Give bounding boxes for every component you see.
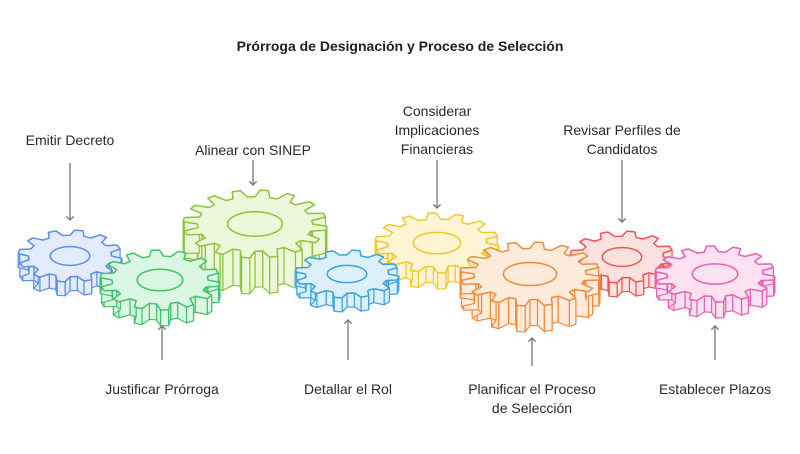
gear-considerar-hole-rim [412,231,462,244]
label-considerar-line: Implicaciones [394,122,480,138]
label-justificar-line: Justificar Prórroga [105,381,219,397]
label-revisar: Revisar Perfiles de Candidatos [563,121,681,159]
label-considerar-line: Financieras [400,141,474,157]
label-detallar-line: Detallar el Rol [304,381,392,397]
label-establecer: Establecer Plazos [659,380,771,399]
label-considerar-line: Considerar [402,103,472,119]
gear-planificar [459,241,601,333]
label-emitir: Emitir Decreto [26,131,115,150]
label-planificar-line: Planificar el Proceso [468,381,596,397]
label-justificar: Justificar Prórroga [105,380,219,399]
gear-detallar-hole-rim [326,264,368,275]
gear-alinear-hole-rim [227,211,283,225]
gear-emitir-hole-rim [49,246,91,257]
gear-justificar [99,249,221,327]
gear-establecer [654,245,776,319]
label-establecer-line: Establecer Plazos [658,381,772,397]
label-planificar: Planificar el Proceso de Selección [468,380,596,418]
gear-justificar-hole-rim [136,268,184,281]
diagram-title: Prórroga de Designación y Proceso de Sel… [236,38,564,54]
gear-planificar-hole-rim [502,261,558,275]
label-alinear-line: Alinear con SINEP [195,142,311,158]
label-emitir-line: Emitir Decreto [25,132,115,148]
gear-detallar [294,249,400,313]
label-detallar: Detallar el Rol [304,380,392,399]
gear-establecer-hole-rim [691,263,739,275]
label-planificar-line: de Selección [491,400,573,416]
label-revisar-line: Revisar Perfiles de [563,122,681,138]
gear-detallar-side [294,266,400,313]
label-alinear: Alinear con SINEP [195,141,311,160]
label-revisar-line: Candidatos [586,141,658,157]
gear-revisar-hole-rim [601,247,643,258]
